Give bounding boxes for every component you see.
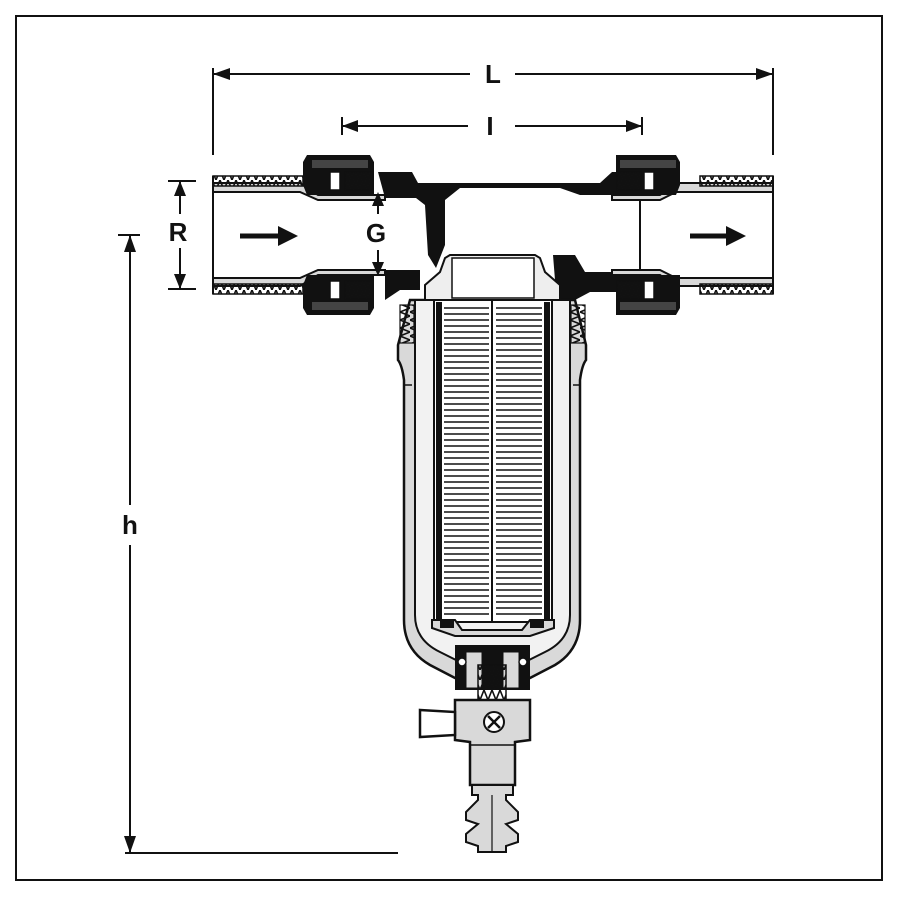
- label-I: I: [486, 111, 493, 141]
- label-L: L: [485, 59, 501, 89]
- label-R: R: [169, 217, 188, 247]
- filter-insert: [424, 254, 561, 637]
- flow-arrow-out-icon: [690, 226, 746, 246]
- dimension-R: [168, 180, 196, 290]
- screw-cross-icon: [483, 711, 505, 733]
- drain-valve: [418, 645, 532, 853]
- inlet-pipe-left: [212, 155, 386, 315]
- dimension-h: [118, 234, 398, 854]
- dimension-L: [212, 68, 774, 155]
- flow-arrow-in-icon: [240, 226, 298, 246]
- dimension-G: [372, 192, 384, 276]
- label-h: h: [122, 510, 138, 540]
- dimension-I: [341, 117, 643, 135]
- label-G: G: [366, 218, 386, 248]
- outlet-pipe-right: [611, 155, 774, 315]
